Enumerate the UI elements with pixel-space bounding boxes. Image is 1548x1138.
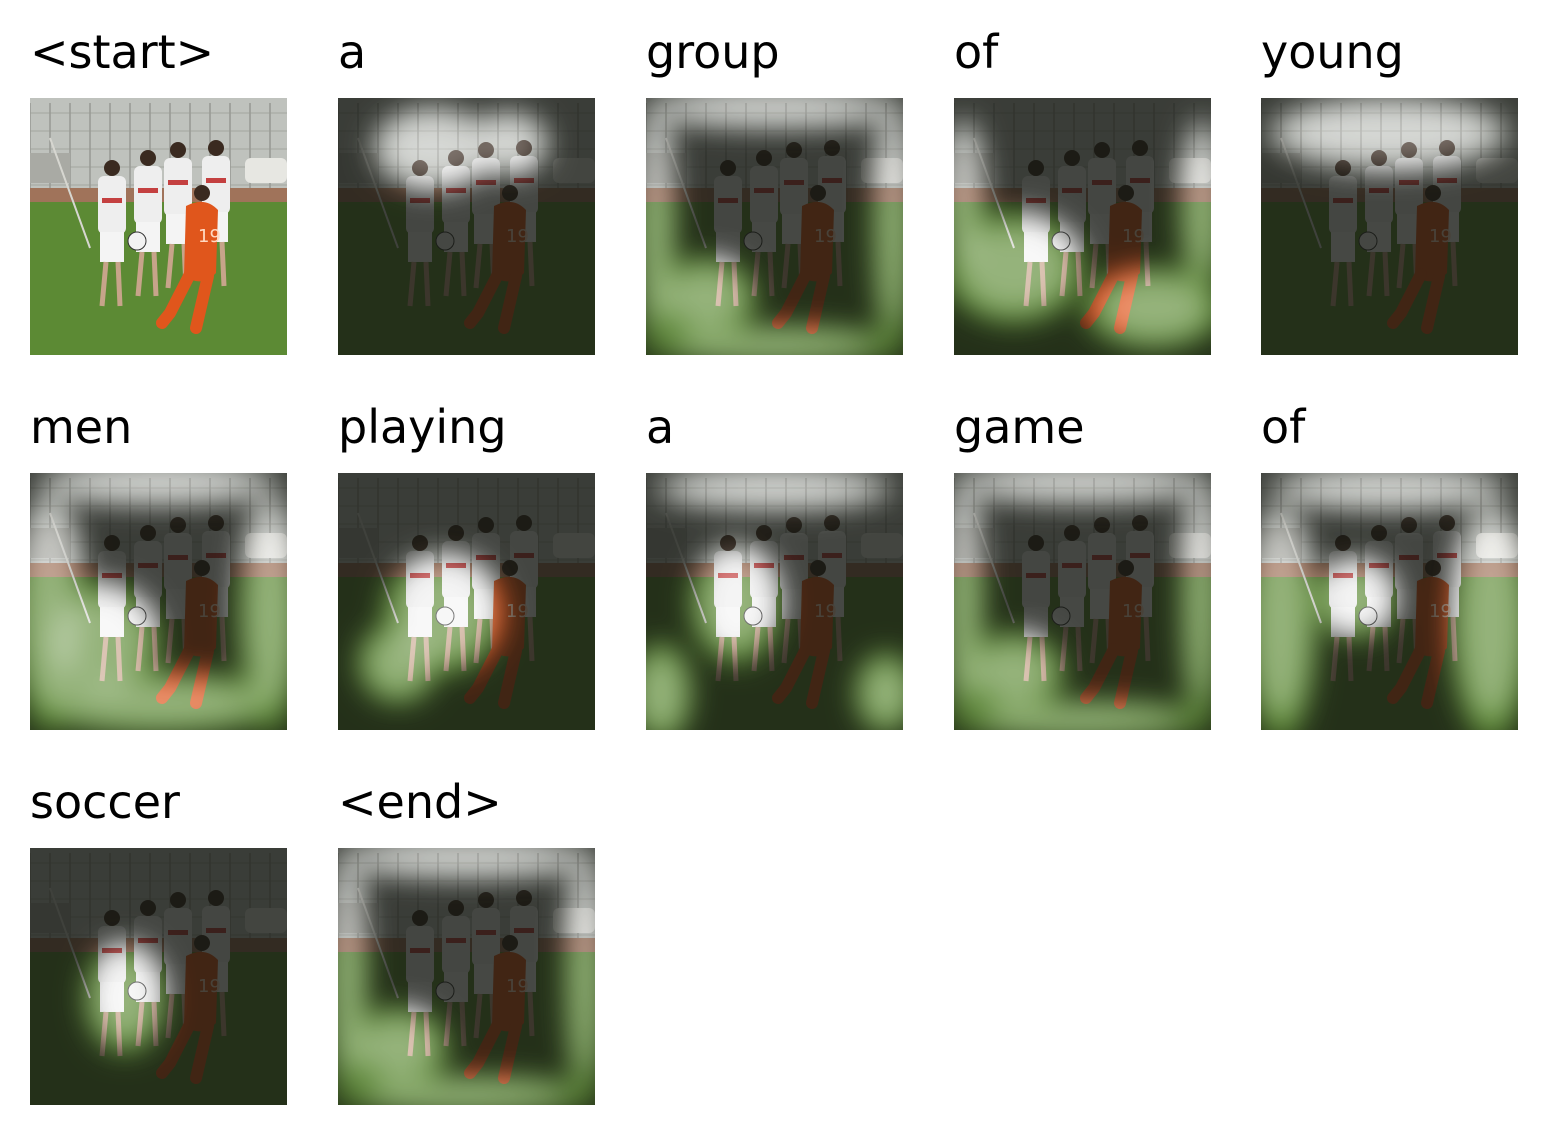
caption-word: of bbox=[954, 25, 999, 79]
caption-word: a bbox=[646, 400, 675, 454]
jersey-stripe bbox=[138, 188, 158, 193]
player-head bbox=[194, 185, 210, 201]
attention-panel: <end> 19 bbox=[338, 776, 596, 1111]
player-leg bbox=[115, 261, 123, 307]
player-leg bbox=[165, 243, 175, 289]
player-torso bbox=[98, 176, 126, 234]
player-head bbox=[170, 142, 186, 158]
attention-highlight bbox=[338, 848, 595, 1105]
attention-map-image: 19 bbox=[646, 473, 903, 730]
attention-highlight bbox=[646, 98, 903, 355]
attention-panel: young 19 bbox=[1261, 26, 1519, 361]
attention-map-image: 19 bbox=[1261, 473, 1518, 730]
attention-highlight bbox=[366, 565, 491, 695]
player-torso bbox=[164, 158, 192, 216]
attention-map-image: 19 bbox=[338, 98, 595, 355]
player-torso bbox=[184, 201, 218, 282]
attention-panel: men 19 bbox=[30, 401, 288, 736]
attention-highlight bbox=[646, 473, 903, 730]
attention-highlight bbox=[30, 473, 287, 727]
player-shorts bbox=[100, 232, 124, 262]
caption-word: men bbox=[30, 400, 133, 454]
attention-map-image: 19 bbox=[646, 98, 903, 355]
attention-panel: of 19 bbox=[1261, 401, 1519, 736]
player-white bbox=[98, 160, 126, 307]
player-torso bbox=[134, 166, 162, 224]
attention-map-image: 19 bbox=[30, 473, 287, 730]
parked-car bbox=[245, 158, 287, 183]
player-torso bbox=[202, 156, 230, 214]
goal-post bbox=[49, 137, 91, 249]
jersey-stripe bbox=[206, 178, 226, 183]
caption-word: <end> bbox=[338, 775, 502, 829]
attention-panel: game 19 bbox=[954, 401, 1212, 736]
jersey-stripe bbox=[168, 180, 188, 185]
building bbox=[30, 153, 70, 183]
jersey-number: 19 bbox=[198, 226, 221, 247]
player-leg bbox=[156, 268, 196, 329]
attention-highlight bbox=[1261, 473, 1518, 719]
caption-word: soccer bbox=[30, 775, 180, 829]
attention-panel: soccer 19 bbox=[30, 776, 288, 1111]
attention-highlight bbox=[385, 116, 540, 180]
player-leg bbox=[151, 251, 159, 297]
attention-map-image: 19 bbox=[338, 473, 595, 730]
caption-word: group bbox=[646, 25, 780, 79]
scene: 19 bbox=[30, 98, 287, 355]
attention-panel: group 19 bbox=[646, 26, 904, 361]
jersey-stripe bbox=[102, 198, 122, 203]
player-head bbox=[104, 160, 120, 176]
player-leg bbox=[99, 261, 109, 307]
caption-word: young bbox=[1261, 25, 1404, 79]
attention-overlay bbox=[30, 848, 287, 1105]
attention-highlight bbox=[954, 134, 1211, 340]
attention-panel: <start> 19 bbox=[30, 26, 288, 361]
source-image: 19 bbox=[30, 98, 287, 355]
player-leg bbox=[190, 270, 214, 334]
player-leg bbox=[135, 251, 145, 297]
attention-highlight bbox=[954, 473, 1211, 730]
attention-panel: of 19 bbox=[954, 26, 1212, 361]
caption-word: game bbox=[954, 400, 1085, 454]
attention-highlight bbox=[93, 954, 157, 1042]
attention-panel: playing 19 bbox=[338, 401, 596, 736]
attention-map-image: 19 bbox=[338, 848, 595, 1105]
caption-word: of bbox=[1261, 400, 1306, 454]
attention-map-image: 19 bbox=[30, 848, 287, 1105]
attention-panel: a 19 bbox=[338, 26, 596, 361]
player-orange: 19 bbox=[156, 185, 221, 334]
player-head bbox=[208, 140, 224, 156]
attention-panel: a 19 bbox=[646, 401, 904, 736]
caption-word: a bbox=[338, 25, 367, 79]
attention-map-image: 19 bbox=[954, 98, 1211, 355]
attention-map-image: 19 bbox=[954, 473, 1211, 730]
attention-map-image: 19 bbox=[1261, 98, 1518, 355]
attention-overlay bbox=[646, 473, 903, 730]
attention-highlight bbox=[1293, 105, 1485, 161]
caption-word: playing bbox=[338, 400, 507, 454]
soccer-ball bbox=[127, 231, 147, 251]
player-head bbox=[140, 150, 156, 166]
caption-word: <start> bbox=[30, 25, 215, 79]
player-leg bbox=[219, 241, 227, 287]
